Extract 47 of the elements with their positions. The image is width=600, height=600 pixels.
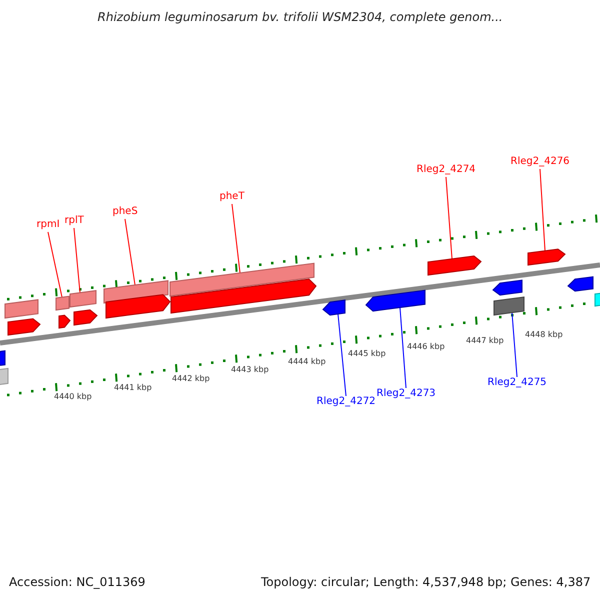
scale-label: 4441 kbp xyxy=(114,384,152,392)
scale-label: 4444 kbp xyxy=(288,358,326,366)
gene-feature xyxy=(58,314,71,329)
gene-label: Rleg2_4276 xyxy=(510,157,570,167)
scale-label: 4443 kbp xyxy=(231,366,269,374)
gene-feature xyxy=(4,299,38,319)
scale-label: 4446 kbp xyxy=(407,343,445,351)
gene-feature xyxy=(0,350,6,366)
gene-label: rpmI xyxy=(36,220,60,230)
gene-feature xyxy=(104,280,168,304)
scale-label: 4442 kbp xyxy=(172,375,210,383)
gene-feature xyxy=(8,318,41,336)
gene-feature xyxy=(594,292,600,307)
leader-line xyxy=(74,228,80,294)
title: Rhizobium leguminosarum bv. trifolii WSM2304, complete genom... xyxy=(98,11,503,23)
accession-text: Accession: NC_011369 xyxy=(9,576,146,588)
gene-feature xyxy=(494,296,524,316)
gene-label: Rleg2_4272 xyxy=(316,397,376,407)
gene-feature xyxy=(106,294,171,319)
genome-info-text: Topology: circular; Length: 4,537,948 bp; Genes: 4,387 xyxy=(261,576,591,588)
scale-label: 4448 kbp xyxy=(525,331,563,339)
leader-line xyxy=(446,176,452,260)
gene-feature xyxy=(365,290,426,312)
leader-line xyxy=(124,218,136,286)
gene-label: pheT xyxy=(220,192,244,202)
gene-label: Rleg2_4273 xyxy=(376,389,436,399)
leader-line xyxy=(512,312,518,378)
gene-feature xyxy=(170,262,314,297)
gene-label: rplT xyxy=(64,216,84,226)
gene-feature xyxy=(74,309,98,326)
leader-line xyxy=(48,232,62,298)
gene-label: Rleg2_4275 xyxy=(488,378,547,388)
leader-line xyxy=(338,314,346,396)
leader-line xyxy=(232,204,240,274)
scale-label: 4445 kbp xyxy=(348,350,386,358)
scale-label: 4440 kbp xyxy=(54,393,92,401)
gene-label: Rleg2_4274 xyxy=(416,165,476,175)
scale-label: 4447 kbp xyxy=(466,337,504,345)
gene-feature xyxy=(528,248,566,266)
gene-feature xyxy=(567,276,594,292)
leader-line xyxy=(400,307,406,388)
leader-line xyxy=(540,168,546,252)
gene-feature xyxy=(0,368,8,386)
gene-feature xyxy=(428,255,482,276)
gene-feature xyxy=(492,280,522,296)
gene-label: pheS xyxy=(112,207,138,217)
gene-feature xyxy=(322,300,346,316)
